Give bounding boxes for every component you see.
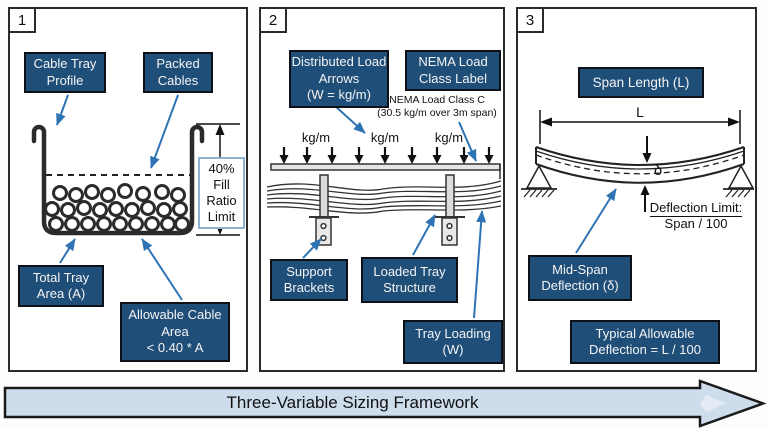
delta-symbol: δ [653,162,663,179]
fill-depth-dimension [196,123,240,236]
callout-fill-ratio-limit: 40% Fill Ratio Limit [198,157,245,229]
loaded-tray-drawing [266,105,502,319]
support-bracket-icon [435,174,465,246]
load-line [270,163,501,179]
connector-arrows [56,94,183,301]
span-dimension [539,110,741,144]
connector-arrows [302,105,487,319]
banner-arrow-icon [3,379,767,428]
cable-bundle-icon [266,180,502,214]
deflection-limit-note: Deflection Limit: Span / 100 [649,200,743,231]
pin-support-icon [521,164,557,198]
label-total-tray-area: Total Tray Area (A) [18,265,104,307]
label-cable-tray-profile: Cable Tray Profile [24,52,106,93]
cable-tray-cross-section-drawing [31,94,240,301]
label-allowable-cable-area: Allowable Cable Area < 0.40 * A [120,302,230,362]
label-span-length: Span Length (L) [578,67,704,98]
panel-deflection: 3 [516,7,757,372]
label-typical-allowable-deflection: Typical Allowable Deflection = L / 100 [570,320,720,364]
panel-number: 3 [516,7,544,33]
label-loaded-tray-structure: Loaded Tray Structure [361,257,458,303]
label-support-brackets: Support Brackets [270,259,348,301]
panel-fill-ratio: 1 [8,7,248,372]
load-unit-label: kg/m [370,130,400,145]
deflected-beam-icon [535,146,745,184]
distributed-load-arrows-icon [279,147,494,164]
label-tray-loading: Tray Loading (W) [403,320,503,364]
tray-profile-icon [31,124,205,236]
label-mid-span-deflection: Mid-Span Deflection (δ) [528,255,632,301]
deflected-beam-drawing [521,110,755,254]
load-unit-label: kg/m [434,130,464,145]
panel-number: 2 [259,7,287,33]
panel-number: 1 [8,7,36,33]
packed-cables-icon [44,183,190,232]
label-packed-cables: Packed Cables [143,52,213,93]
nema-class-note: NEMA Load Class C (30.5 kg/m over 3m spa… [377,94,497,119]
label-distributed-load: Distributed Load Arrows (W = kg/m) [289,50,389,108]
load-unit-label: kg/m [301,130,331,145]
support-bracket-icon [309,174,339,246]
span-dim-letter: L [636,104,644,120]
label-nema-load-class: NEMA Load Class Label [405,50,501,91]
banner-title: Three-Variable Sizing Framework [226,392,479,412]
pin-support-icon [723,164,755,198]
panel-load-rating: 2 [259,7,505,372]
connector-arrows [575,188,617,254]
deflection-arrows [640,136,652,212]
framework-banner: Three-Variable Sizing Framework [0,375,768,429]
